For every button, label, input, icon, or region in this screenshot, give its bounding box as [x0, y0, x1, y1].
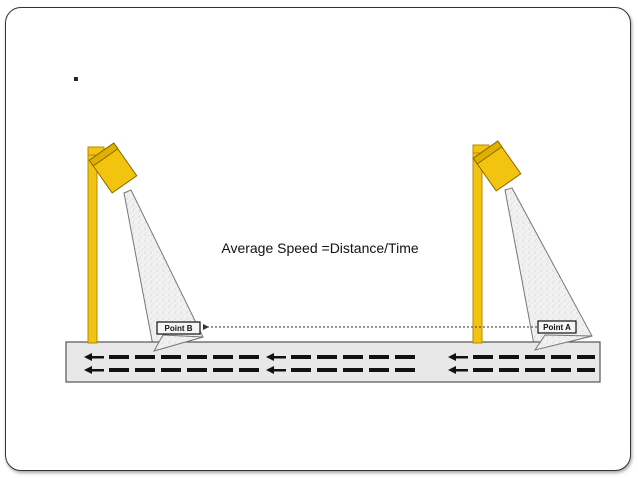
pole-right: [472, 147, 483, 344]
lane-markings-middle: [266, 353, 415, 374]
pole-left: [87, 149, 98, 344]
bullet-marker: ▪: [73, 71, 79, 88]
road: [65, 341, 601, 383]
speed-camera-icon: [472, 140, 522, 192]
lane-markings-left: [84, 353, 259, 374]
speed-camera-right: [472, 140, 522, 344]
average-speed-formula: Average Speed =Distance/Time: [221, 240, 418, 256]
arrow-left-icon: [84, 366, 92, 374]
point-b-label: Point B: [165, 324, 193, 333]
lane-markings-right: [448, 353, 595, 374]
arrow-left-icon: [448, 366, 456, 374]
point-b-marker: Point B: [156, 321, 201, 335]
arrow-left-icon: [84, 353, 92, 361]
camera-beam-left-overlap: [152, 334, 204, 352]
arrow-left-icon: [266, 366, 274, 374]
speed-camera-icon: [88, 142, 138, 194]
point-a-label: Point A: [543, 323, 571, 332]
camera-beam-right-overlap: [533, 334, 593, 351]
arrow-left-icon: [448, 353, 456, 361]
arrow-left-icon: [266, 353, 274, 361]
speed-camera-left: [87, 142, 138, 344]
point-a-marker: Point A: [537, 320, 577, 334]
